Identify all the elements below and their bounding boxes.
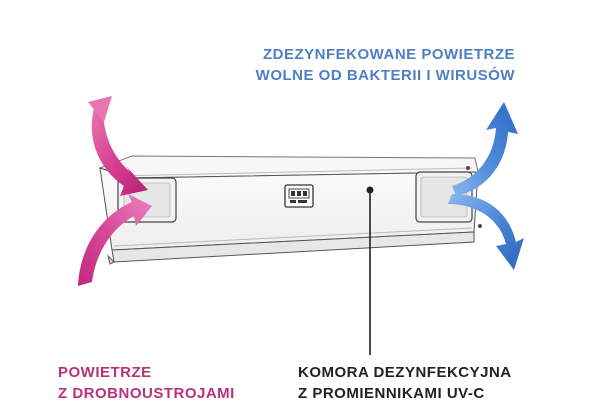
curved-arrow-icon — [88, 96, 112, 122]
output-air-label-line2: WOLNE OD BAKTERII I WIRUSÓW — [255, 67, 515, 84]
chamber-label: KOMORA DEZYNFEKCYJNA Z PROMIENNIKAMI UV-… — [298, 362, 512, 404]
chamber-label-line2: Z PROMIENNIKAMI UV-C — [298, 385, 485, 402]
output-air-label: ZDEZYNFEKOWANE POWIETRZE WOLNE OD BAKTER… — [240, 44, 515, 86]
curved-arrow-icon — [448, 194, 524, 270]
chamber-pointer — [366, 186, 374, 355]
curved-arrow-icon — [78, 194, 152, 286]
input-air-label-line2: Z DROBNOUSTROJAMI — [58, 385, 235, 402]
display-panel-icon — [284, 184, 314, 208]
input-air-label-line1: POWIETRZE — [58, 364, 152, 381]
input-air-label: POWIETRZE Z DROBNOUSTROJAMI — [58, 362, 235, 404]
output-air-label-line1: ZDEZYNFEKOWANE POWIETRZE — [263, 46, 515, 63]
chamber-label-line1: KOMORA DEZYNFEKCYJNA — [298, 364, 512, 381]
curved-arrow-icon — [452, 102, 518, 196]
